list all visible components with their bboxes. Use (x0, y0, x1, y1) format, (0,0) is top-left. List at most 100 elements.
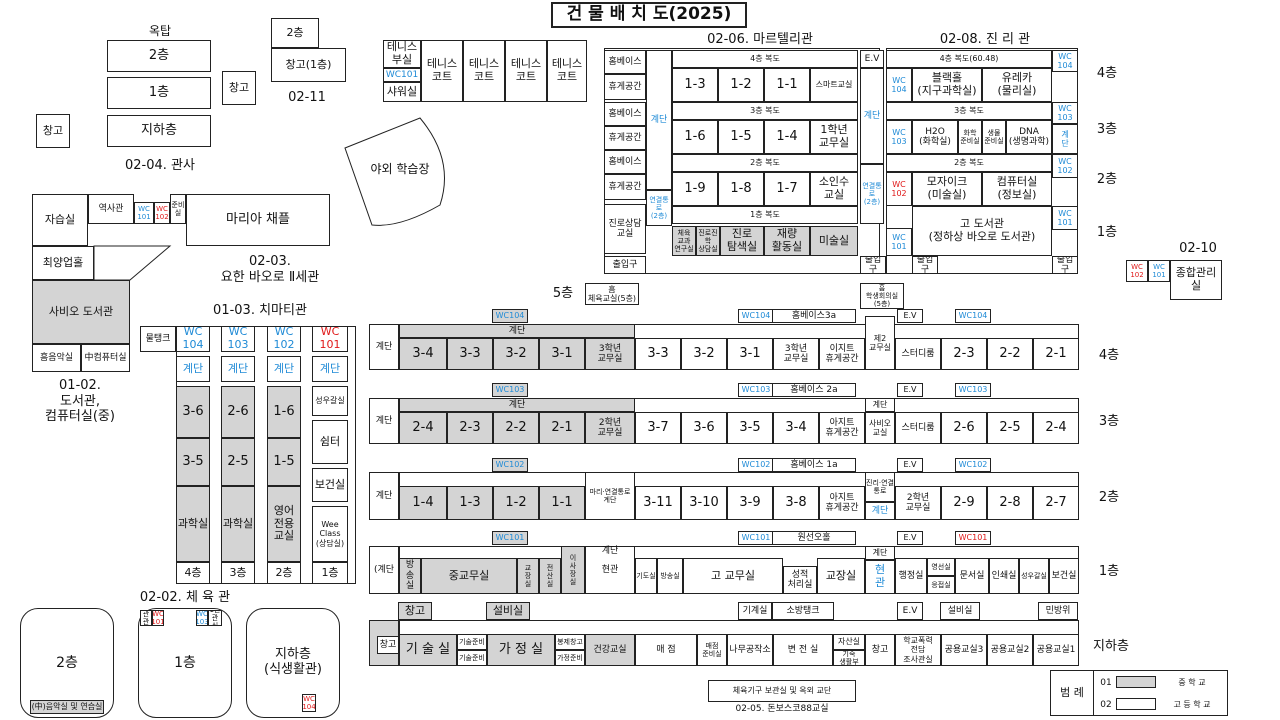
history-room: 역사관 (88, 194, 134, 224)
broadcast-room: 방 송 실 (399, 558, 421, 594)
chemistry-room: H2O (화학실) (912, 120, 958, 154)
main-3f-wc103: WC103 (492, 383, 528, 397)
music-room: 흠음악실 (32, 344, 81, 372)
facility-room: 설비실 (486, 602, 530, 620)
woodwork-room: 나무공작소 (727, 634, 773, 666)
common-room-3: 공용교실3 (941, 634, 987, 666)
bio-prep: 생물 준비실 (982, 120, 1006, 154)
study-room: 자습실 (32, 194, 88, 246)
main-1f-label: 1층 (1098, 564, 1120, 579)
study-room-3f: 스터디룸 (895, 412, 941, 444)
floor-label-4: 4층 (1096, 66, 1118, 81)
room-2-6: 2-6 (221, 386, 255, 438)
pe-lab: 체육 교과 연구실 (672, 226, 696, 256)
main-3f-wc103c: WC103 (955, 383, 991, 397)
main-1f-ev: E.V (897, 531, 923, 545)
main-1f-wc101: WC101 (492, 531, 528, 545)
store-prep: 매점 준비실 (697, 634, 727, 666)
room-2-4: 2-4 (399, 412, 447, 444)
substation: 변 전 실 (773, 634, 833, 666)
room-3-3: 3-3 (635, 338, 681, 370)
homebase-3a: 홈베이스3a (772, 309, 856, 323)
martel-ev: E.V (860, 50, 884, 68)
high-office: 고 교무실 (683, 558, 783, 594)
investigation-room: 학교폭력 전담 조사관실 (895, 634, 941, 666)
room-3-3: 3-3 (447, 338, 493, 370)
gym-label: 02-02. 체 육 관 (139, 590, 231, 605)
main-5f-label: 5층 (552, 286, 574, 301)
smart-room: 스마트교실 (810, 68, 858, 102)
gym-wc: WC 103 (196, 610, 208, 626)
sewing-storage: 봉제창고 (555, 634, 585, 650)
grade1-office: 1학년 교무실 (810, 120, 858, 154)
stair: 계단 (369, 324, 399, 370)
tennis-court: 테니스 코트 (463, 40, 505, 102)
outdoor-label: 야외 학습장 (370, 162, 430, 176)
main-b1-ev: E.V (897, 602, 923, 620)
stair-corridor: 계단 (399, 398, 635, 412)
martel-stair: 계단 (646, 50, 672, 190)
storage-b1-2: 창고 (377, 636, 399, 654)
room-3-6: 3-6 (176, 386, 210, 438)
seongwoo-room-1f: 성우갈실 (1019, 558, 1049, 594)
high-library: 고 도서관 (정하상 바오로 도서관) (912, 206, 1052, 256)
main-4f-ev: E.V (897, 309, 923, 323)
main-4f-wc104c: WC104 (955, 309, 991, 323)
jinri-corridor-4f: 4층 복도(60.48) (886, 50, 1052, 68)
main-2f-wc102: WC102 (492, 458, 528, 472)
room-1-5: 1-5 (267, 438, 301, 486)
fire-tank: 소방탱크 (772, 602, 834, 620)
main-4f-wc104b: WC104 (738, 309, 774, 323)
tech-prep: 기술준비 (457, 634, 487, 650)
gym-1f: 1층 (138, 608, 232, 718)
main-4f-wc104: WC104 (492, 309, 528, 323)
jinri-wc103: WC 103 (886, 120, 912, 154)
gym-2f: 2층 (20, 608, 114, 718)
room-1-9: 1-9 (672, 172, 718, 206)
gym-small-room: 1관 관실 (208, 610, 222, 626)
science-room: 과학실 (221, 486, 255, 562)
chimati-wc101: WC 101 (312, 326, 348, 352)
main-2f-wc102c: WC102 (955, 458, 991, 472)
gym-music-room: (中)음악실 및 연습실 (30, 700, 104, 714)
jinri-wc102: WC 102 (886, 172, 912, 206)
print-room: 인쇄실 (989, 558, 1019, 594)
room-3-8: 3-8 (773, 486, 819, 520)
lounge: 휴게공간 (604, 174, 646, 200)
prayer-room: 기도실 (635, 558, 657, 594)
b0210-wc101: WC 101 (1148, 260, 1170, 282)
room-1-7: 1-7 (764, 172, 810, 206)
stair: 계단 (369, 398, 399, 444)
room-3-2: 3-2 (493, 338, 539, 370)
homebase: 홈베이스 (604, 150, 646, 174)
legend-key-2: 02 (1100, 700, 1112, 710)
room-2-3: 2-3 (447, 412, 493, 444)
admin-room: 행정실 (895, 558, 927, 594)
main-3f-wc103b: WC103 (738, 383, 774, 397)
room-3-5: 3-5 (176, 438, 210, 486)
martel-link2: 연결통로 (2층) (860, 164, 884, 224)
legend-key-1: 01 (1100, 678, 1112, 688)
tennis-court: 테니스 코트 (421, 40, 463, 102)
sabio-label: 01-02. 도서관, 컴퓨터실(중) (45, 378, 115, 425)
homebase: 홈베이스 (604, 102, 646, 126)
common-room-1: 공용교실1 (1033, 634, 1079, 666)
chem-prep: 화학 준비실 (958, 120, 982, 154)
donbosco-label: 02-05. 돈보스코88교실 (735, 704, 829, 714)
corridor-4f: 4층 복도 (672, 50, 858, 68)
stair: 계단 (601, 546, 619, 556)
activity-room: 재량 활동실 (764, 226, 810, 256)
jinri-wc102: WC 102 (1052, 154, 1078, 178)
wonseon-hall: 원선오홀 (772, 531, 856, 545)
home-ec-prep: 가정준비 (555, 650, 585, 666)
tennis-shower: 샤워실 (383, 82, 421, 102)
b0210-wc102: WC 102 (1126, 260, 1148, 282)
jinri-wc101: WC 101 (1052, 206, 1078, 230)
room-2-1: 2-1 (539, 412, 585, 444)
gwansa-label: 02-04. 관사 (125, 158, 195, 173)
civil-defense: 민방위 (1038, 602, 1078, 620)
maria-wc102: WC 102 (154, 202, 170, 224)
gwansa-b1: 지하층 (107, 115, 211, 147)
maria-prep: 준비 실 (170, 194, 186, 224)
b0211-2f: 2층 (271, 18, 319, 48)
